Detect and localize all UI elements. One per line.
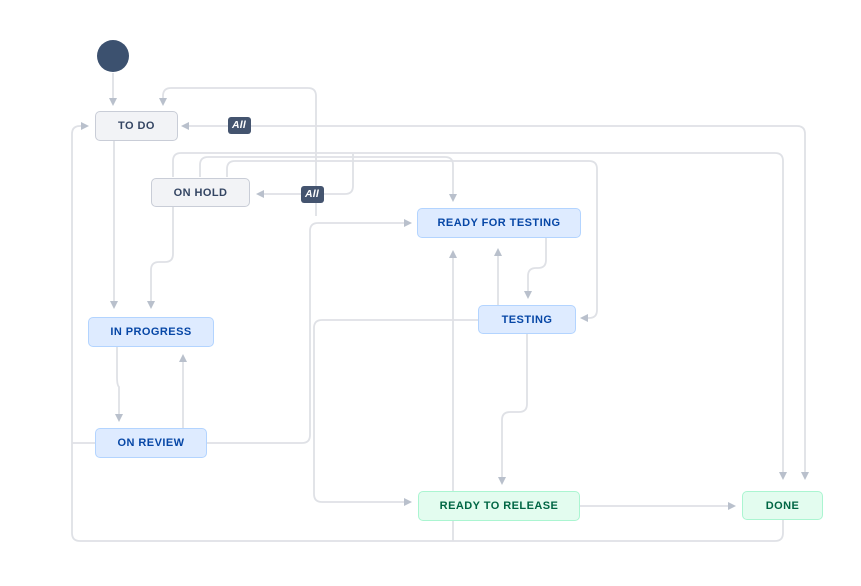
edge-onhold-to-inprogress xyxy=(147,207,174,309)
transition-badge-all-to-on-hold[interactable]: All xyxy=(301,186,325,203)
edge-onhold-to-done-rail xyxy=(172,152,787,480)
status-node-done[interactable]: DONE xyxy=(742,491,823,520)
status-node-todo[interactable]: TO DO xyxy=(95,111,178,141)
edge-loop-to-todo-top xyxy=(159,87,317,216)
transition-badge-all-to-todo[interactable]: All xyxy=(228,117,252,134)
status-label-todo: TO DO xyxy=(118,120,155,132)
status-node-ready-to-release[interactable]: READY TO RELEASE xyxy=(418,491,580,521)
status-node-testing[interactable]: TESTING xyxy=(478,305,576,334)
status-node-on-hold[interactable]: ON HOLD xyxy=(151,178,250,207)
edge-all-to-onhold xyxy=(256,154,354,198)
status-label-done: DONE xyxy=(765,499,800,512)
edge-all-to-todo-rail xyxy=(181,122,809,480)
status-node-ready-for-testing[interactable]: READY FOR TESTING xyxy=(417,208,581,238)
edge-onhold-to-testing-right xyxy=(226,160,598,322)
status-label-on-hold: ON HOLD xyxy=(173,186,228,199)
status-node-in-progress[interactable]: IN PROGRESS xyxy=(88,317,214,347)
status-node-on-review[interactable]: ON REVIEW xyxy=(95,428,207,458)
edge-rft-to-testing xyxy=(524,238,547,299)
edge-inprogress-to-onreview xyxy=(115,347,123,422)
edge-testing-to-rtr-top xyxy=(498,334,528,485)
edge-testing-to-rtr-left xyxy=(313,319,478,506)
start-node-circle[interactable] xyxy=(97,40,129,72)
status-label-on-review: ON REVIEW xyxy=(117,437,185,449)
status-label-in-progress: IN PROGRESS xyxy=(110,326,192,338)
status-label-testing: TESTING xyxy=(501,313,553,326)
edge-onreview-to-rft xyxy=(207,219,412,444)
edge-done-to-todo-loop xyxy=(71,122,784,542)
status-label-ready-for-testing: READY FOR TESTING xyxy=(437,217,561,229)
status-label-ready-to-release: READY TO RELEASE xyxy=(439,500,559,512)
